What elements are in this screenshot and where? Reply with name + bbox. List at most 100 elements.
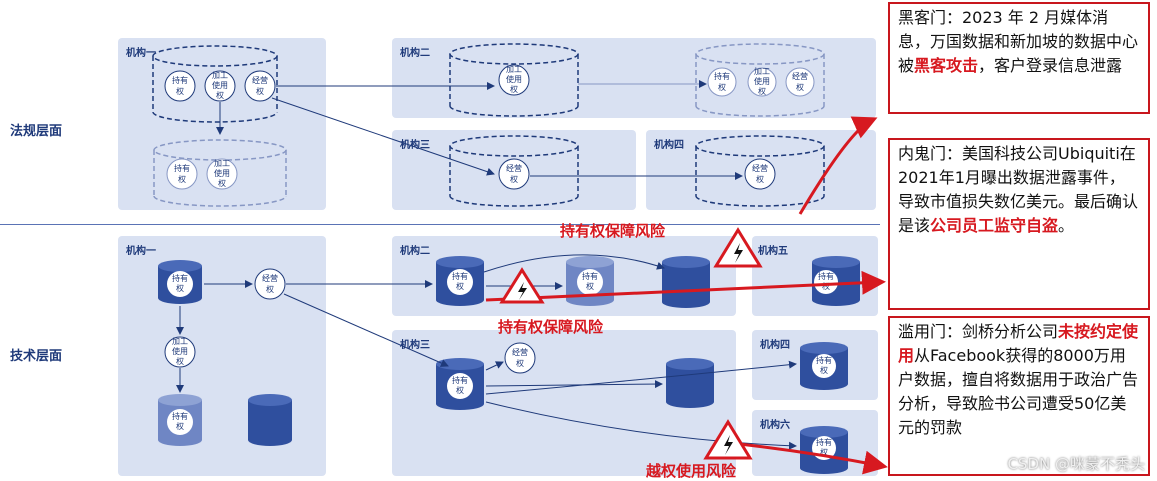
svg-text:权: 权 bbox=[510, 84, 518, 94]
svg-text:持有: 持有 bbox=[816, 437, 832, 447]
svg-text:权: 权 bbox=[216, 90, 224, 100]
top-hold-circle-2: 持有权 bbox=[166, 158, 198, 190]
note-hacker-lead: 黑客门：2023 年 2 月媒体消息，万国数据和新加坡的数据中心被 bbox=[898, 8, 1139, 75]
bottom-db-plain-3 bbox=[666, 358, 714, 408]
top-arrows bbox=[216, 80, 743, 180]
top-operate-circle-1: 经营权 bbox=[244, 70, 276, 102]
svg-text:使用: 使用 bbox=[506, 74, 522, 84]
top-db-5 bbox=[449, 135, 579, 207]
svg-text:权: 权 bbox=[820, 447, 828, 457]
svg-text:持有: 持有 bbox=[172, 411, 188, 421]
svg-text:权: 权 bbox=[516, 358, 524, 368]
svg-text:使用: 使用 bbox=[214, 168, 230, 178]
institution-label: 机构二 bbox=[400, 246, 430, 257]
institution-label: 机构六 bbox=[760, 420, 790, 431]
svg-text:经营: 经营 bbox=[752, 163, 768, 173]
legal-layer-label: 法规层面 bbox=[10, 124, 63, 139]
bottom-arrows bbox=[176, 254, 797, 450]
bottom-db-hold-7: 持有权 bbox=[800, 342, 848, 390]
svg-text:持有: 持有 bbox=[818, 271, 834, 281]
risk-label-overreach: 越权使用风险 bbox=[646, 462, 737, 480]
bottom-db-plain-1 bbox=[248, 394, 292, 446]
note-abuse: 滥用门：剑桥分析公司未按约定使用从Facebook获得的8000万用户数据，擅自… bbox=[888, 316, 1150, 476]
svg-text:权: 权 bbox=[176, 356, 184, 366]
svg-text:经营: 经营 bbox=[512, 347, 528, 357]
svg-text:权: 权 bbox=[456, 281, 464, 291]
top-operate-circle-4: 经营权 bbox=[785, 67, 815, 97]
bottom-operate-circle-1: 经营权 bbox=[254, 268, 286, 300]
note-hacker-highlight: 黑客攻击 bbox=[914, 56, 979, 75]
note-insider-lead: 内鬼门：美国科技公司Ubiquiti在2021年1月曝出数据泄露事件，导致市值损… bbox=[898, 144, 1139, 235]
svg-text:权: 权 bbox=[456, 385, 464, 395]
svg-text:权: 权 bbox=[758, 86, 766, 96]
svg-text:权: 权 bbox=[586, 281, 594, 291]
top-db-1 bbox=[152, 45, 278, 123]
svg-text:经营: 经营 bbox=[252, 75, 268, 85]
svg-text:权: 权 bbox=[176, 283, 184, 293]
bottom-db-hold-4: 持有权 bbox=[566, 256, 614, 306]
svg-text:权: 权 bbox=[256, 86, 264, 96]
watermark: CSDN @咪蒙不秃头 bbox=[1007, 455, 1145, 473]
svg-text:持有: 持有 bbox=[452, 271, 468, 281]
layer-divider bbox=[0, 224, 880, 225]
bottom-db-hold-5: 持有权 bbox=[812, 256, 860, 306]
bottom-db-hold-1: 持有权 bbox=[158, 260, 202, 304]
svg-text:权: 权 bbox=[718, 82, 726, 92]
top-hold-circle-1: 持有权 bbox=[164, 70, 196, 102]
svg-text:权: 权 bbox=[822, 281, 830, 291]
institution-label: 机构四 bbox=[654, 140, 684, 151]
svg-text:权: 权 bbox=[756, 174, 764, 184]
bottom-operate-circle-3: 经营权 bbox=[504, 342, 536, 374]
institution-label: 机构五 bbox=[758, 246, 788, 257]
svg-text:持有: 持有 bbox=[816, 355, 832, 365]
note-insider-tail: 。 bbox=[1058, 216, 1075, 235]
svg-text:经营: 经营 bbox=[792, 71, 808, 81]
top-db-6 bbox=[695, 135, 825, 207]
bottom-db-hold-8: 持有权 bbox=[800, 426, 848, 474]
svg-text:权: 权 bbox=[176, 86, 184, 96]
warning-icon bbox=[703, 419, 753, 460]
note-insider-highlight: 公司员工监守自盗 bbox=[930, 216, 1059, 235]
svg-text:加工: 加工 bbox=[214, 158, 230, 168]
top-db-4 bbox=[695, 43, 825, 117]
warning-icon bbox=[713, 227, 763, 268]
svg-text:经营: 经营 bbox=[506, 163, 522, 173]
institution-label: 机构二 bbox=[400, 48, 430, 59]
warning-icon bbox=[499, 267, 545, 304]
risk-label-holding-1: 持有权保障风险 bbox=[560, 222, 666, 240]
bottom-db-hold-6: 持有权 bbox=[436, 358, 484, 410]
note-abuse-lead: 滥用门：剑桥分析公司 bbox=[898, 322, 1059, 341]
svg-text:持有: 持有 bbox=[172, 273, 188, 283]
institution-label: 机构三 bbox=[400, 140, 430, 151]
bottom-db-plain-2 bbox=[662, 256, 710, 308]
svg-text:持有: 持有 bbox=[174, 163, 190, 173]
svg-text:使用: 使用 bbox=[172, 346, 188, 356]
svg-text:经营: 经营 bbox=[262, 273, 278, 283]
institution-label: 机构一 bbox=[126, 48, 156, 59]
top-operate-circle-6: 经营权 bbox=[744, 158, 776, 190]
svg-text:权: 权 bbox=[796, 82, 804, 92]
svg-text:使用: 使用 bbox=[212, 80, 228, 90]
bottom-db-hold-2: 持有权 bbox=[158, 394, 202, 446]
note-abuse-tail: 从Facebook获得的8000万用户数据，擅自将数据用于政治广告分析，导致脸书… bbox=[898, 346, 1139, 437]
top-db-3 bbox=[449, 43, 579, 117]
institution-label: 机构一 bbox=[126, 246, 156, 257]
note-hacker-tail: ，客户登录信息泄露 bbox=[978, 56, 1123, 75]
top-operate-circle-5: 经营权 bbox=[498, 158, 530, 190]
svg-text:加工: 加工 bbox=[754, 66, 770, 76]
svg-text:持有: 持有 bbox=[582, 271, 598, 281]
svg-text:权: 权 bbox=[266, 284, 274, 294]
svg-text:权: 权 bbox=[178, 174, 186, 184]
svg-text:持有: 持有 bbox=[714, 71, 730, 81]
tech-layer-label: 技术层面 bbox=[10, 349, 63, 364]
svg-text:持有: 持有 bbox=[452, 375, 468, 385]
svg-text:权: 权 bbox=[176, 421, 184, 431]
svg-text:权: 权 bbox=[820, 365, 828, 375]
svg-text:权: 权 bbox=[510, 174, 518, 184]
svg-text:权: 权 bbox=[218, 178, 226, 188]
